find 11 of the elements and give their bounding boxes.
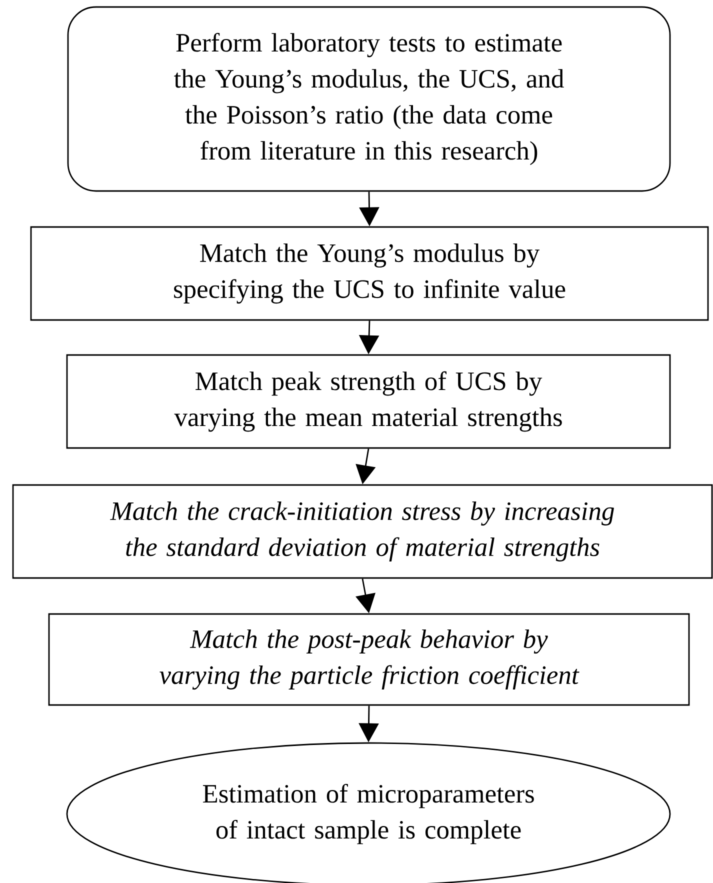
process-box — [12, 484, 713, 579]
step-text: Match the crack-initiation stress by increasing the standard deviation of material strengths — [110, 501, 614, 562]
step-text: Match the Young’s modulus by specifying the UCS to infinite value — [174, 243, 566, 304]
process-box — [66, 354, 671, 449]
step-text: Match the post-peak behavior by varying the particle friction coefficient — [160, 629, 580, 690]
step-text: Match peak strength of UCS by varying the mean material strengths — [174, 371, 562, 432]
process-box — [30, 226, 709, 321]
step-text: Perform laboratory tests to estimate the Young’s modulus, the UCS, and the Poisson’s ratio (the data come from literature in this research) — [174, 32, 564, 166]
step-text: Estimation of microparameters of intact sample is complete — [202, 784, 534, 844]
process-box — [48, 613, 690, 706]
start-box — [67, 6, 671, 192]
